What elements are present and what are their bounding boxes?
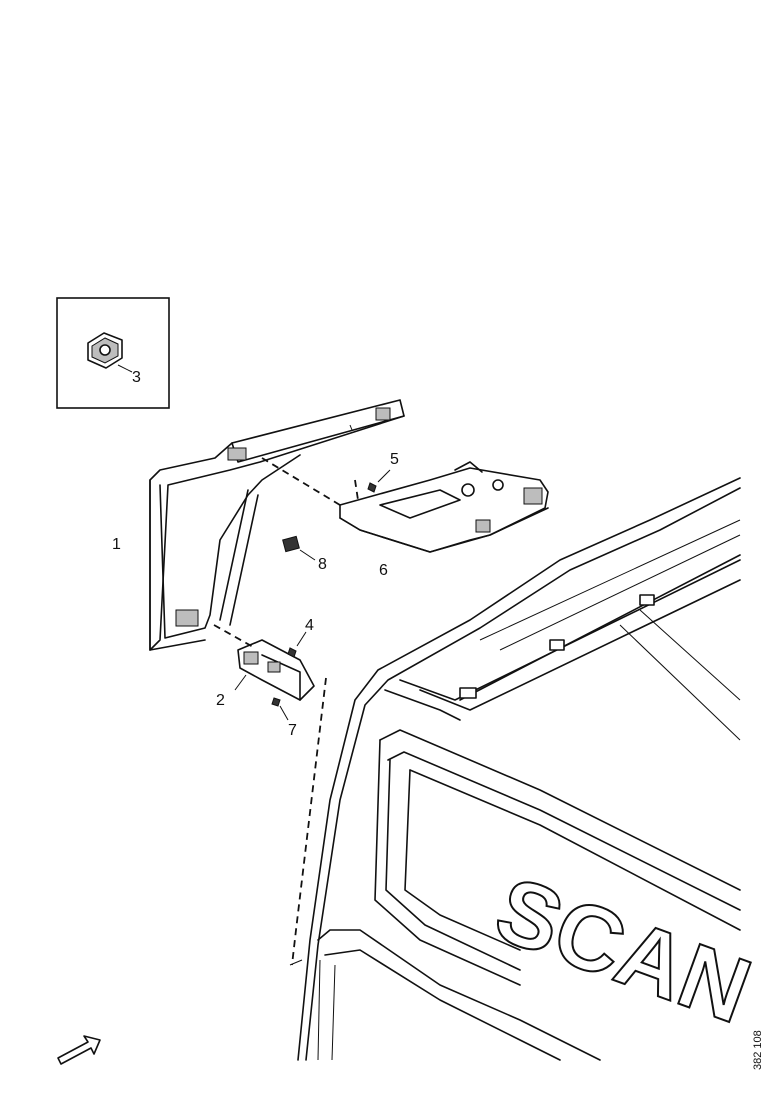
detail-inset-box (56, 297, 170, 409)
truck-cab (297, 477, 741, 1061)
clip-part-8 (282, 535, 316, 561)
lower-bracket-part-2 (234, 639, 315, 701)
callout-3: 3 (132, 369, 141, 386)
clip-nut-part-3 (87, 332, 133, 373)
callout-8: 8 (318, 556, 327, 573)
screw-part-4 (287, 631, 307, 658)
arrow-icon (57, 1035, 101, 1065)
callout-2: 2 (216, 692, 225, 709)
callout-6: 6 (379, 562, 388, 579)
callout-1: 1 (112, 536, 121, 553)
callout-4: 4 (305, 617, 314, 634)
deflector-panel-part-1 (149, 399, 405, 651)
screw-part-5 (367, 469, 391, 493)
assembly-lines (213, 457, 359, 966)
bracket-part-6 (339, 461, 549, 553)
cab-logo-text: SCAN (483, 858, 763, 1043)
document-code: 382 108 (752, 1030, 764, 1070)
screw-part-7 (271, 697, 289, 721)
callout-5: 5 (390, 451, 399, 468)
callout-7: 7 (288, 722, 297, 739)
